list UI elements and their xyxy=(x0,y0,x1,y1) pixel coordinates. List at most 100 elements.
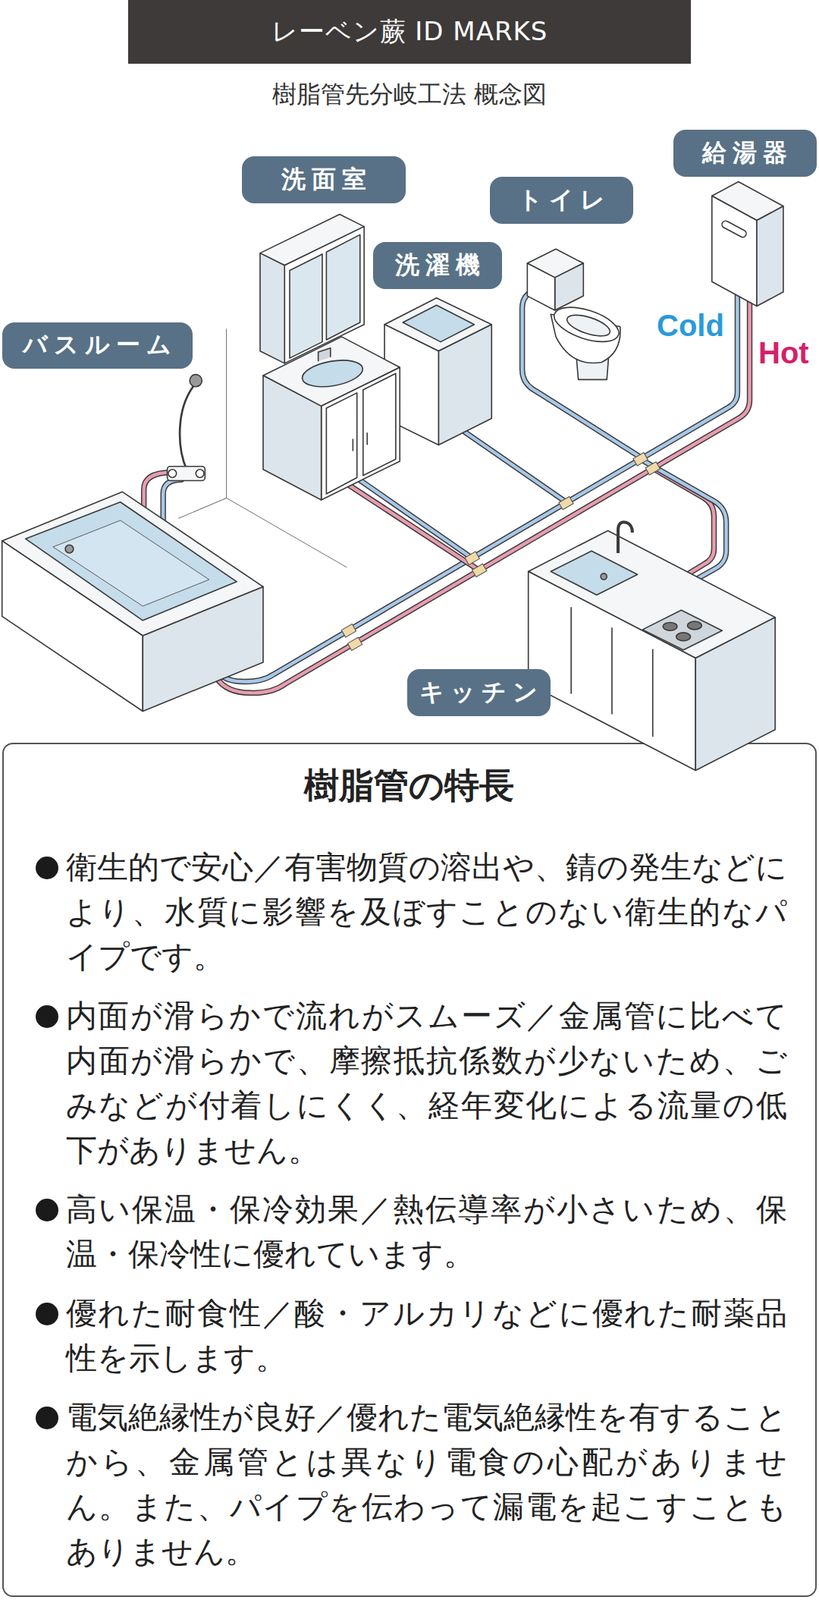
bathtub xyxy=(65,544,74,553)
kitchen xyxy=(528,521,776,770)
feature-item: 内面が滑らかで流れがスムーズ／金属管に比べて内面が滑らかで、摩擦抵抗係数が少ない… xyxy=(65,993,788,1173)
shower xyxy=(168,469,177,478)
pipe-joint xyxy=(645,461,660,475)
vanity xyxy=(260,253,285,364)
pipe-joint xyxy=(341,452,660,651)
pipe xyxy=(219,293,738,681)
vanity xyxy=(284,226,364,364)
bullet-dot xyxy=(35,1405,59,1429)
vanity xyxy=(318,348,331,361)
water-heater xyxy=(720,219,747,239)
pipe xyxy=(522,289,641,458)
toilet xyxy=(527,248,623,380)
bathtub xyxy=(25,502,237,621)
toilet xyxy=(549,300,623,349)
room-label: 洗濯機 xyxy=(373,241,502,289)
wall-line xyxy=(178,328,347,568)
vanity xyxy=(263,375,322,500)
water-heater xyxy=(756,206,784,307)
feature-item: 衛生的で安心／有害物質の溶出や、錆の発生などにより、水質に影響を及ぼすことのない… xyxy=(65,844,788,980)
feature-item: 電気絶縁性が良好／優れた電気絶縁性を有することから、金属管とは異なり電食の心配が… xyxy=(65,1394,788,1574)
feature-box: 樹脂管の特長衛生的で安心／有害物質の溶出や、錆の発生などにより、水質に影響を及ぼ… xyxy=(2,742,818,1597)
pipe xyxy=(144,472,172,531)
vanity xyxy=(263,336,400,406)
vanity xyxy=(321,367,401,500)
room-name: バスルーム xyxy=(16,328,178,362)
shower xyxy=(179,385,194,469)
feature-item: 優れた耐食性／酸・アルカリなどに優れた耐薬品性を示します。 xyxy=(65,1290,788,1381)
pipe xyxy=(216,293,750,693)
water-heater xyxy=(712,181,784,306)
kitchen xyxy=(600,573,607,580)
room-label: バスルーム xyxy=(2,322,194,369)
vanity xyxy=(363,373,396,475)
bullet-dot xyxy=(35,1004,59,1028)
shower xyxy=(195,469,204,478)
pipe xyxy=(219,293,738,681)
bullet-dot xyxy=(35,856,59,879)
pipe xyxy=(457,426,567,503)
kitchen xyxy=(528,530,776,658)
feature-text: 優れた耐食性／酸・アルカリなどに優れた耐薬品性を示します。 xyxy=(65,1294,788,1376)
washing-machine xyxy=(384,324,439,446)
vanity xyxy=(289,254,323,358)
bathtub xyxy=(2,540,144,712)
feature-heading: 樹脂管の特長 xyxy=(3,762,816,808)
room-name: トイレ xyxy=(511,183,612,217)
room-label: トイレ xyxy=(489,176,634,224)
feature-list: 衛生的で安心／有害物質の溶出や、錆の発生などにより、水質に影響を及ぼすことのない… xyxy=(65,844,788,1588)
shower xyxy=(189,374,202,387)
pipe xyxy=(358,479,472,559)
pipe xyxy=(346,483,480,571)
room-label: 給湯器 xyxy=(673,129,818,177)
bullet-dot xyxy=(35,1198,59,1221)
room-label: キッチン xyxy=(407,668,552,716)
kitchen xyxy=(550,550,637,595)
kitchen xyxy=(687,621,703,630)
room-name: 洗濯機 xyxy=(389,248,487,283)
washing-machine xyxy=(438,324,492,446)
washing-machine xyxy=(384,298,492,446)
bathtub xyxy=(53,520,210,606)
toilet xyxy=(576,352,609,380)
vanity xyxy=(352,432,368,451)
cold-label: Cold xyxy=(656,307,725,343)
bathtub xyxy=(2,491,264,711)
shower xyxy=(167,374,206,481)
pipe xyxy=(346,483,480,571)
pipe xyxy=(640,458,727,580)
bullet-dot xyxy=(35,1302,59,1325)
pipe-joint xyxy=(341,624,356,637)
wall-line xyxy=(178,328,347,568)
subtitle: 樹脂管先分岐工法 概念図 xyxy=(0,78,819,110)
pipe xyxy=(522,289,641,458)
pipe xyxy=(163,479,182,541)
pipe-joint xyxy=(471,563,487,577)
pipe xyxy=(358,479,472,559)
feature-text: 電気絶縁性が良好／優れた電気絶縁性を有することから、金属管とは異なり電食の心配が… xyxy=(65,1398,788,1569)
kitchen xyxy=(618,521,633,553)
title-band: レーベン蕨 ID MARKS xyxy=(128,0,691,64)
room-label: 洗面室 xyxy=(241,156,407,204)
vanity xyxy=(260,213,364,265)
bathtub xyxy=(2,491,264,636)
room-name: 洗面室 xyxy=(275,163,373,197)
feature-text: 内面が滑らかで流れがスムーズ／金属管に比べて内面が滑らかで、摩擦抵抗係数が少ない… xyxy=(65,997,788,1168)
bathtub xyxy=(142,586,264,711)
pipe-joint xyxy=(558,495,574,509)
pipe xyxy=(457,426,567,503)
pipe xyxy=(144,472,172,531)
pipe-joint xyxy=(347,637,362,650)
pipe xyxy=(652,467,715,575)
kitchen xyxy=(528,571,697,770)
feature-text: 衛生的で安心／有害物質の溶出や、錆の発生などにより、水質に影響を及ぼすことのない… xyxy=(65,848,788,975)
water-heater xyxy=(712,195,757,306)
pipe-joint xyxy=(633,452,648,466)
toilet xyxy=(555,263,584,311)
feature-text: 高い保温・保冷効果／熱伝導率が小さいため、保温・保冷性に優れています。 xyxy=(65,1190,788,1272)
shower xyxy=(167,466,206,481)
room-name: 給湯器 xyxy=(696,136,794,170)
water-heater xyxy=(712,181,784,220)
toilet xyxy=(550,313,621,363)
toilet xyxy=(564,310,613,341)
